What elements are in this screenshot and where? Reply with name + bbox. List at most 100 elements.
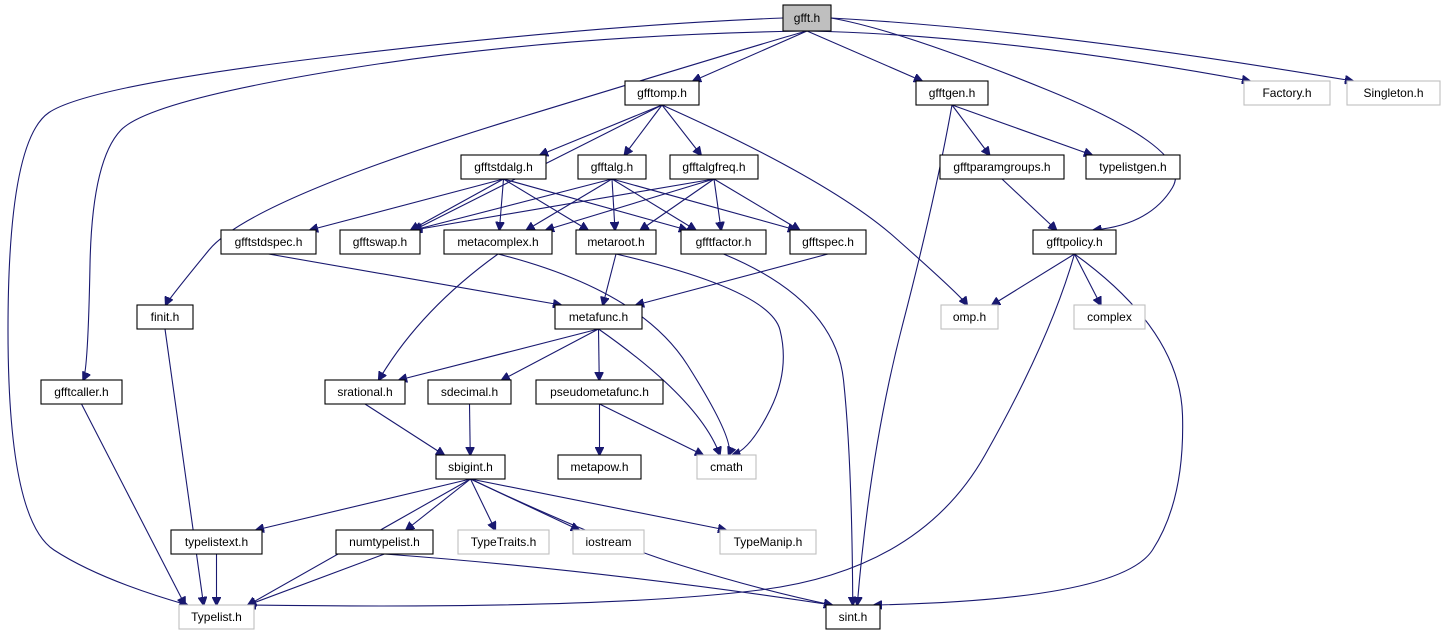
node-gfftpolicy[interactable]: gfftpolicy.h bbox=[1032, 229, 1117, 255]
edge-gfft-to-finit bbox=[166, 30, 808, 305]
edge-gfftparamgroups-to-gfftpolicy bbox=[1001, 178, 1056, 230]
node-layer: gfft.h gfftomp.h gfftgen.h Factory.h Singlet… bbox=[40, 4, 1441, 630]
node-gfftstdalg[interactable]: gfftstdalg.h bbox=[460, 154, 547, 180]
node-label: gfftpolicy.h bbox=[1046, 235, 1102, 249]
edge bbox=[83, 30, 808, 380]
node-box bbox=[825, 604, 881, 630]
node-label: gfftalg.h bbox=[591, 160, 633, 174]
edge-pseudometafunc-to-cmath bbox=[599, 403, 704, 455]
edge bbox=[411, 178, 504, 230]
node-box bbox=[443, 229, 553, 255]
node-box bbox=[789, 229, 867, 255]
node-label: Singleton.h bbox=[1363, 86, 1423, 100]
edge-gfftomp-to-gfftalg bbox=[625, 104, 663, 155]
node-gfftalg[interactable]: gfftalg.h bbox=[577, 154, 647, 180]
node-box bbox=[40, 379, 123, 405]
edge-gfftstdalg-to-gfftstdspec bbox=[310, 178, 504, 230]
node-gfftomp[interactable]: gfftomp.h bbox=[624, 80, 700, 106]
node-complex[interactable]: complex bbox=[1073, 304, 1146, 330]
edge bbox=[470, 478, 496, 530]
edge-metaroot-to-metafunc bbox=[603, 253, 617, 305]
edge bbox=[166, 30, 808, 305]
node-sbigint[interactable]: sbigint.h bbox=[435, 454, 506, 480]
node-label: metapow.h bbox=[570, 460, 628, 474]
node-gfftalgfreq[interactable]: gfftalgfreq.h bbox=[669, 154, 759, 180]
node-label: metafunc.h bbox=[569, 310, 628, 324]
node-label: omp.h bbox=[953, 310, 986, 324]
edge-metafunc-to-pseudometafunc bbox=[599, 328, 600, 380]
node-box bbox=[427, 379, 512, 405]
edge bbox=[806, 30, 922, 81]
node-srational[interactable]: srational.h bbox=[324, 379, 406, 405]
node-box bbox=[680, 229, 767, 255]
node-gfftstdspec[interactable]: gfftstdspec.h bbox=[220, 229, 317, 255]
node-label: gfftparamgroups.h bbox=[953, 160, 1050, 174]
edge-gfft-to-factory bbox=[806, 30, 1250, 81]
node-typemanip[interactable]: TypeManip.h bbox=[719, 529, 817, 555]
node-cmath[interactable]: cmath bbox=[696, 454, 757, 480]
edge bbox=[414, 178, 613, 230]
edge bbox=[806, 30, 1250, 81]
node-numtypelist[interactable]: numtypelist.h bbox=[335, 529, 434, 555]
edge-gfft-to-singleton bbox=[830, 17, 1353, 81]
node-box bbox=[535, 379, 664, 405]
node-sint[interactable]: sint.h bbox=[825, 604, 881, 630]
node-typelistgen[interactable]: typelistgen.h bbox=[1085, 154, 1181, 180]
edge bbox=[830, 17, 1177, 230]
edge-numtypelist-to-sint bbox=[384, 553, 833, 605]
node-metafunc[interactable]: metafunc.h bbox=[554, 304, 643, 330]
edge-gfftpolicy-to-typelist bbox=[248, 253, 1076, 606]
node-typelistext[interactable]: typelistext.h bbox=[170, 529, 263, 555]
node-finit[interactable]: finit.h bbox=[136, 304, 194, 330]
edge-metafunc-to-sdecimal bbox=[502, 328, 599, 380]
node-label: iostream bbox=[585, 535, 631, 549]
node-gfftspec[interactable]: gfftspec.h bbox=[789, 229, 867, 255]
node-typelist[interactable]: Typelist.h bbox=[178, 604, 255, 630]
node-gfft[interactable]: gfft.h bbox=[782, 4, 832, 32]
node-pseudometafunc[interactable]: pseudometafunc.h bbox=[535, 379, 664, 405]
node-metaroot[interactable]: metaroot.h bbox=[575, 229, 657, 255]
node-label: TypeTraits.h bbox=[471, 535, 537, 549]
node-box bbox=[335, 529, 434, 555]
node-box bbox=[940, 304, 999, 330]
node-iostream[interactable]: iostream bbox=[572, 529, 645, 555]
edge bbox=[164, 328, 204, 605]
edge-layer bbox=[7, 17, 1353, 606]
node-metacomplex[interactable]: metacomplex.h bbox=[443, 229, 553, 255]
edge-gfft-to-gfftgen bbox=[806, 30, 922, 81]
node-label: pseudometafunc.h bbox=[550, 385, 649, 399]
edge bbox=[598, 328, 720, 455]
edge-gfftalg-to-gfftfactor bbox=[611, 178, 696, 230]
node-label: numtypelist.h bbox=[349, 535, 420, 549]
edge bbox=[636, 253, 829, 305]
node-box bbox=[782, 4, 832, 32]
node-omp[interactable]: omp.h bbox=[940, 304, 999, 330]
node-typetraits[interactable]: TypeTraits.h bbox=[457, 529, 550, 555]
edge bbox=[661, 104, 701, 155]
edge-sbigint-to-numtypelist bbox=[406, 478, 471, 530]
node-gfftgen[interactable]: gfftgen.h bbox=[915, 80, 989, 106]
edge-metafunc-to-srational bbox=[399, 328, 599, 380]
node-factory[interactable]: Factory.h bbox=[1243, 80, 1331, 106]
edge bbox=[857, 104, 953, 605]
edge-gfftalg-to-gfftswap bbox=[414, 178, 613, 230]
node-label: TypeManip.h bbox=[734, 535, 803, 549]
node-gfftcaller[interactable]: gfftcaller.h bbox=[40, 379, 123, 405]
node-gfftparamgroups[interactable]: gfftparamgroups.h bbox=[939, 154, 1065, 180]
edge bbox=[248, 553, 385, 605]
node-box bbox=[435, 454, 506, 480]
edge bbox=[546, 178, 715, 230]
node-box bbox=[575, 229, 657, 255]
edge bbox=[256, 478, 471, 530]
edge-gfft-to-gfftcaller bbox=[83, 30, 808, 380]
node-gfftswap[interactable]: gfftswap.h bbox=[339, 229, 421, 255]
edge-gfftpolicy-to-complex bbox=[1074, 253, 1101, 305]
node-sdecimal[interactable]: sdecimal.h bbox=[427, 379, 512, 405]
edge-gfftalg-to-metacomplex bbox=[527, 178, 613, 230]
node-gfftfactor[interactable]: gfftfactor.h bbox=[680, 229, 767, 255]
node-singleton[interactable]: Singleton.h bbox=[1346, 80, 1441, 106]
node-label: Factory.h bbox=[1262, 86, 1311, 100]
edge-gfft-to-gfftpolicy bbox=[830, 17, 1177, 230]
node-label: gfftstdspec.h bbox=[235, 235, 303, 249]
node-metapow[interactable]: metapow.h bbox=[557, 454, 642, 480]
